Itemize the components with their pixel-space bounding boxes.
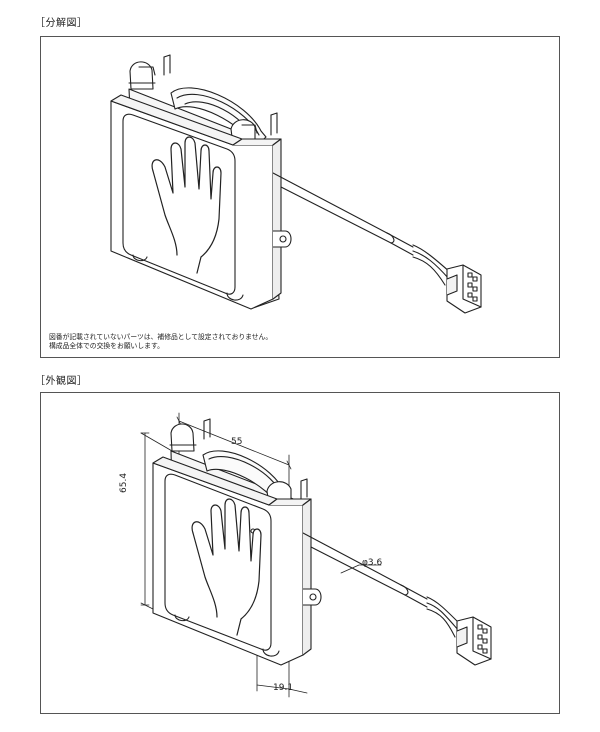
- boss-left: [129, 61, 154, 90]
- dimension-width-label: 55: [231, 437, 243, 447]
- exterior-view-drawing: [140, 412, 492, 698]
- exploded-view-drawing: [110, 54, 482, 314]
- dimension-depth-label: 19.1: [273, 683, 294, 693]
- note-line-2: 構成品全体での交換をお願いします。: [49, 342, 164, 350]
- hand-icon: [151, 136, 222, 274]
- cable-top: [302, 532, 402, 586]
- exterior-view-title: ［外観図］: [35, 376, 88, 387]
- exploded-view-frame: 図番が記載されていないパーツは、補修品として設定されておりません。 構成品全体で…: [40, 36, 560, 358]
- dimension-cable-label: φ3.6: [362, 558, 383, 568]
- boss-left: [170, 423, 195, 452]
- dimension-height-label: 65.4: [119, 472, 129, 493]
- note-line-1: 図番が記載されていないパーツは、補修品として設定されておりません。: [49, 333, 273, 341]
- cable-bottom: [310, 546, 406, 596]
- hand-icon: [191, 498, 262, 636]
- cable-bottom: [280, 186, 392, 244]
- exterior-view-frame: 55 65.4 19.1 φ3.6: [40, 392, 560, 714]
- exploded-view-title: ［分解図］: [35, 18, 88, 29]
- side-tab: [272, 230, 292, 248]
- cable-top: [272, 172, 388, 234]
- connector-icon: [446, 264, 482, 314]
- side-tab: [302, 588, 322, 606]
- connector-icon: [456, 616, 492, 666]
- dimension-lines: [140, 412, 382, 698]
